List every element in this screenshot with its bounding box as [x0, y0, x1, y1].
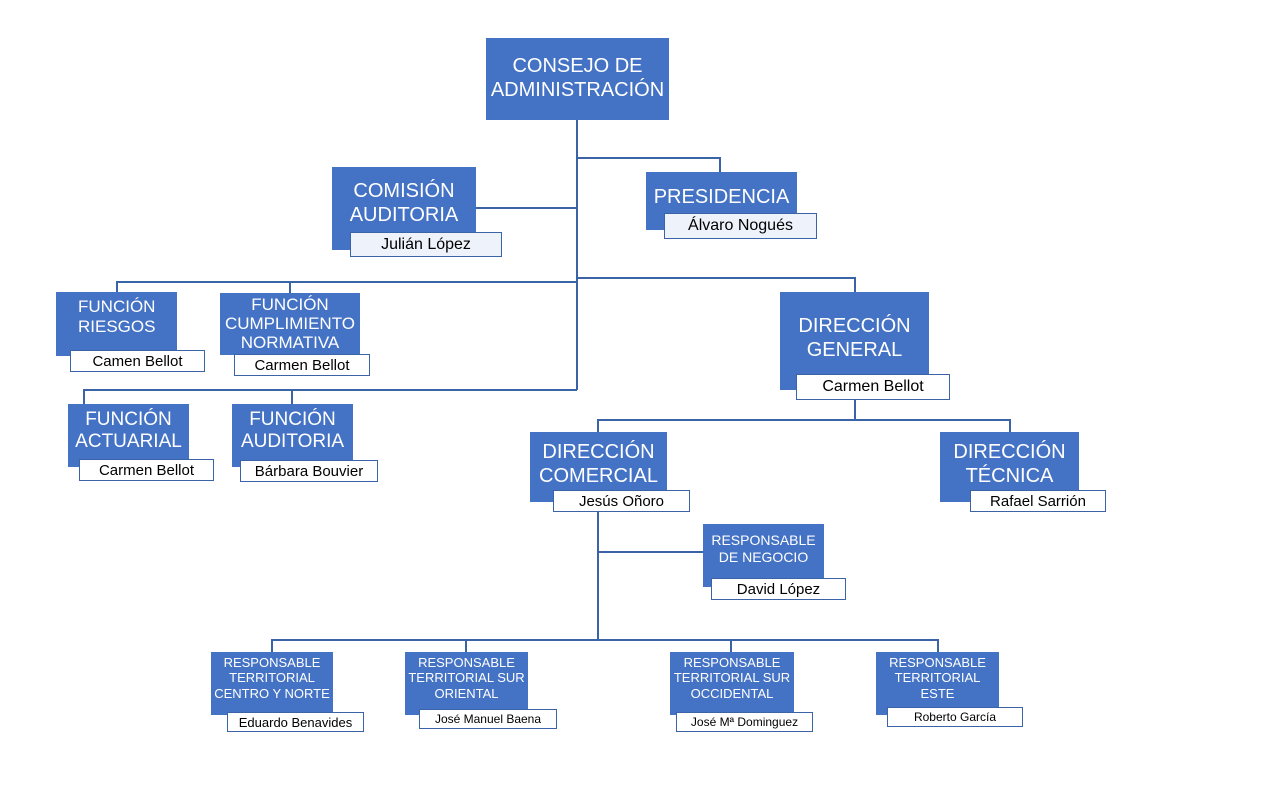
node-territorial-sur-occidental: RESPONSABLE TERRITORIAL SUR OCCIDENTAL — [670, 652, 794, 715]
node-territorial-centro-norte: RESPONSABLE TERRITORIAL CENTRO Y NORTE — [211, 652, 333, 715]
node-responsable-negocio: RESPONSABLE DE NEGOCIO — [703, 524, 824, 587]
person-direccion-comercial: Jesús Oñoro — [553, 490, 690, 512]
node-funcion-auditoria: FUNCIÓN AUDITORIA — [232, 404, 353, 467]
person-direccion-tecnica: Rafael Sarrión — [970, 490, 1106, 512]
node-consejo-administracion: CONSEJO DE ADMINISTRACIÓN — [486, 38, 669, 120]
person-funcion-cumplimiento: Carmen Bellot — [234, 354, 370, 376]
node-direccion-general: DIRECCIÓN GENERAL — [780, 292, 929, 390]
person-responsable-negocio: David López — [711, 578, 846, 600]
person-presidencia: Álvaro Nogués — [664, 213, 817, 239]
node-direccion-comercial: DIRECCIÓN COMERCIAL — [530, 432, 667, 502]
person-comision-auditoria: Julián López — [350, 232, 502, 257]
node-funcion-actuarial: FUNCIÓN ACTUARIAL — [68, 404, 189, 467]
connector-direccion-general — [577, 277, 856, 292]
node-direccion-tecnica: DIRECCIÓN TÉCNICA — [940, 432, 1079, 502]
connector-dg-bar — [597, 419, 1011, 432]
person-territorial-este: Roberto García — [887, 707, 1023, 727]
node-territorial-este: RESPONSABLE TERRITORIAL ESTE — [876, 652, 999, 715]
node-funcion-riesgos: FUNCIÓN RIESGOS — [56, 292, 177, 356]
person-territorial-sur-oriental: José Manuel Baena — [419, 709, 557, 729]
connector-presidencia — [577, 157, 721, 172]
person-funcion-riesgos: Camen Bellot — [70, 350, 205, 372]
person-territorial-sur-occidental: José Mª Dominguez — [676, 712, 813, 732]
person-direccion-general: Carmen Bellot — [796, 374, 950, 400]
node-funcion-cumplimiento: FUNCIÓN CUMPLIMIENTO NORMATIVA — [220, 293, 360, 355]
person-funcion-actuarial: Carmen Bellot — [79, 459, 214, 481]
connector-functions-bar — [116, 281, 577, 292]
person-territorial-centro-norte: Eduardo Benavides — [227, 712, 364, 732]
connector-territorial-bar — [271, 639, 939, 652]
connector-functions-bar-2 — [83, 389, 577, 404]
node-territorial-sur-oriental: RESPONSABLE TERRITORIAL SUR ORIENTAL — [405, 652, 528, 715]
person-funcion-auditoria: Bárbara Bouvier — [240, 460, 378, 482]
